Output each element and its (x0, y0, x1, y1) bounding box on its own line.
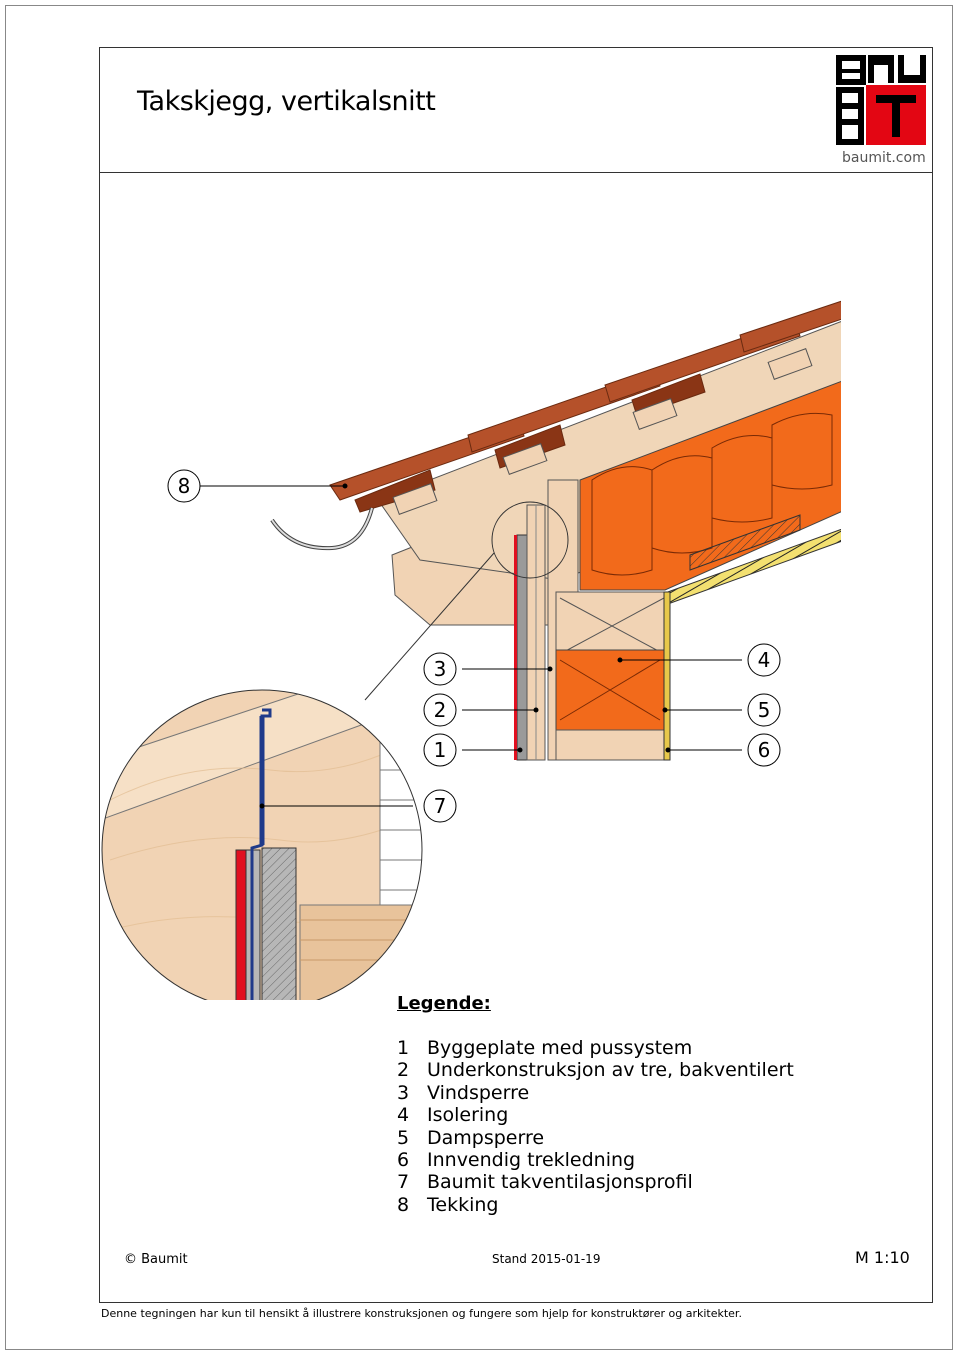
callout-8-circle (167, 469, 201, 503)
baumit-logo (836, 55, 926, 145)
callout-5-circle (747, 693, 781, 727)
copyright: © Baumit (124, 1252, 188, 1267)
drawing-scale: M 1:10 (855, 1248, 910, 1267)
legend-item-num: 3 (397, 1081, 410, 1104)
callout-6: 6 (758, 738, 771, 762)
legend-item: 7 Baumit takventilasjonsprofil (397, 1171, 794, 1193)
legend-item: 4 Isolering (397, 1104, 794, 1126)
callout-2: 2 (434, 698, 447, 722)
callout-7: 7 (434, 794, 447, 818)
callout-5: 5 (758, 698, 771, 722)
legend-item-num: 6 (397, 1149, 410, 1172)
legend-item-text: Innvendig trekledning (427, 1149, 636, 1172)
legend-item-text: Vindsperre (427, 1081, 530, 1104)
legend-item: 5 Dampsperre (397, 1127, 794, 1149)
legend-item-text: Tekking (427, 1193, 499, 1216)
page-title: Takskjegg, vertikalsnitt (137, 86, 436, 117)
legend-item-num: 1 (397, 1037, 410, 1059)
section-drawing: 8 3 2 1 4 5 6 7 (101, 300, 841, 1000)
legend-item-num: 7 (397, 1171, 410, 1194)
legend-item: 8 Tekking (397, 1194, 794, 1216)
legend-item-num: 4 (397, 1104, 410, 1127)
revision-date: Stand 2015-01-19 (492, 1252, 601, 1266)
legend-item-num: 2 (397, 1059, 410, 1082)
bottom-plate (555, 729, 665, 761)
detail-marker (491, 501, 569, 579)
battens (392, 348, 813, 515)
callout-3-circle (423, 652, 457, 686)
callout-4: 4 (758, 648, 771, 672)
red-render (514, 535, 517, 760)
inner-batten (689, 514, 801, 571)
legend-item-text: Isolering (427, 1104, 509, 1127)
callout-1: 1 (434, 738, 447, 762)
callout-3: 3 (434, 657, 447, 681)
callout-6-circle (747, 733, 781, 767)
callout-4-circle (747, 643, 781, 677)
legend-item: 1 Byggeplate med pussystem (397, 1037, 794, 1059)
callout-8: 8 (178, 474, 191, 498)
title-divider (99, 172, 933, 173)
gutter (270, 507, 374, 551)
legend-item-text: Baumit takventilasjonsprofil (427, 1171, 693, 1194)
legend-item-text: Underkonstruksjon av tre, bakventilert (427, 1059, 794, 1082)
render-board (516, 534, 528, 761)
legend-item-num: 5 (397, 1126, 410, 1149)
legend-item-text: Dampsperre (427, 1126, 545, 1149)
drawing-frame (99, 47, 933, 1303)
callout-7-circle (423, 789, 457, 823)
sheet-border (5, 5, 953, 1350)
legend-heading: Legende: (397, 993, 491, 1014)
logo-url: baumit.com (842, 150, 926, 166)
inner-panel (663, 591, 671, 761)
legend-list: 1 Byggeplate med pussystem 2 Underkonstruk… (397, 1037, 794, 1216)
legend-item: 2 Underkonstruksjon av tre, bakventilert (397, 1059, 794, 1081)
legend-item: 6 Innvendig trekledning (397, 1149, 794, 1171)
legend-item-num: 8 (397, 1193, 410, 1216)
callout-2-circle (423, 693, 457, 727)
legend-item: 3 Vindsperre (397, 1082, 794, 1104)
callout-1-circle (423, 733, 457, 767)
legend-item-text: Byggeplate med pussystem (427, 1037, 693, 1059)
disclaimer: Denne tegningen har kun til hensikt å il… (101, 1307, 742, 1320)
detail-red-render (235, 849, 247, 1000)
